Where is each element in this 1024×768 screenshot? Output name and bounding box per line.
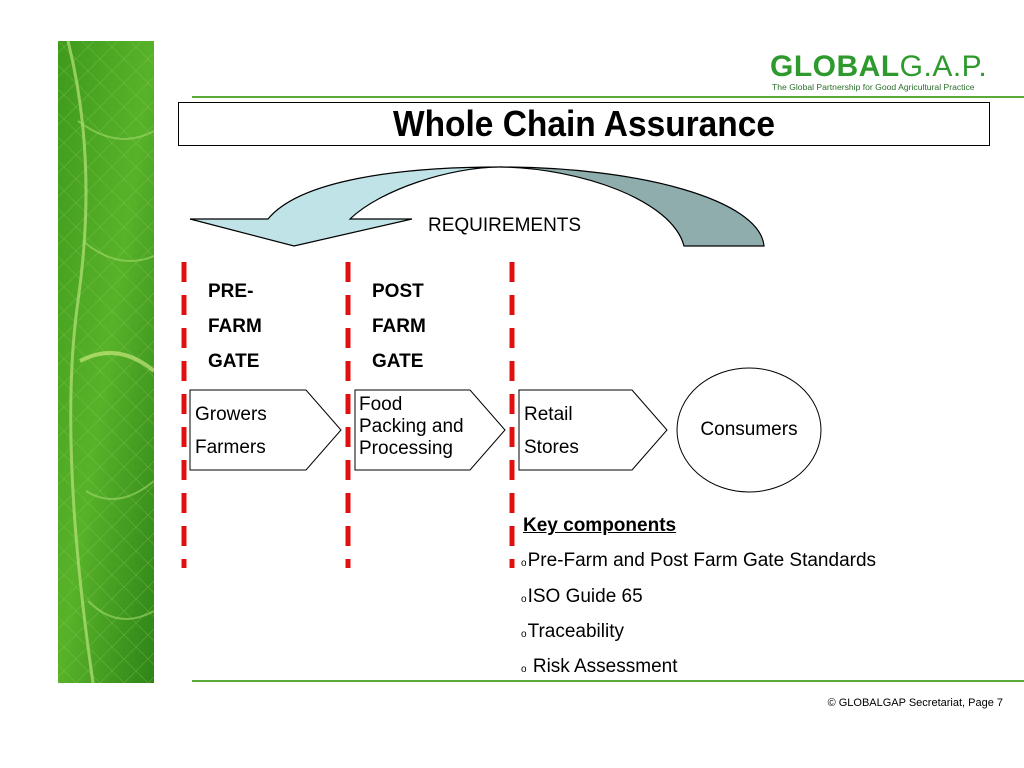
- logo-wordmark: GLOBALG.A.P.: [770, 50, 987, 84]
- bullet-icon: o: [521, 664, 527, 675]
- title-box: [178, 102, 990, 146]
- globalgap-logo: GLOBALG.A.P. The Global Partnership for …: [770, 50, 1005, 95]
- key-component-text: Pre-Farm and Post Farm Gate Standards: [527, 550, 877, 571]
- growers-box: [189, 389, 342, 471]
- key-component-text: Traceability: [527, 621, 625, 642]
- post-farm-gate-label: POST FARM GATE: [372, 274, 426, 379]
- logo-brand-bold: GLOBAL: [770, 50, 900, 83]
- pre-farm-gate-line2: FARM: [208, 316, 262, 337]
- key-component-text: ISO Guide 65: [527, 586, 643, 607]
- post-farm-gate-line1: POST: [372, 281, 424, 302]
- pre-farm-gate-line1: PRE-: [208, 281, 254, 302]
- food-processing-box: [354, 389, 506, 471]
- key-component-item: oPre-Farm and Post Farm Gate Standards: [521, 550, 876, 572]
- consumers-label: Consumers: [700, 419, 798, 440]
- bottom-divider: [192, 680, 1024, 682]
- bullet-icon: o: [521, 558, 527, 569]
- growers-line2: Farmers: [195, 437, 266, 458]
- pre-farm-gate-label: PRE- FARM GATE: [208, 274, 262, 379]
- page-title: Whole Chain Assurance: [393, 103, 775, 144]
- logo-brand-light: G.A.P.: [899, 50, 988, 83]
- food-line1: Food: [359, 394, 403, 415]
- key-components-title: Key components: [523, 515, 677, 536]
- growers-line1: Growers: [195, 404, 267, 425]
- requirements-arrow-light: [189, 166, 501, 247]
- post-farm-gate-line3: GATE: [372, 351, 424, 372]
- logo-tagline: The Global Partnership for Good Agricult…: [772, 82, 975, 92]
- growers-text: Growers Farmers: [195, 398, 267, 464]
- retail-box: [518, 389, 668, 471]
- key-component-item: oISO Guide 65: [521, 586, 643, 608]
- post-farm-gate-line2: FARM: [372, 316, 426, 337]
- retail-line2: Stores: [524, 437, 579, 458]
- requirements-arrow-dark: [499, 166, 765, 247]
- bullet-icon: o: [521, 629, 527, 640]
- retail-line1: Retail: [524, 404, 573, 425]
- key-component-text: Risk Assessment: [527, 656, 678, 677]
- consumers-circle: [676, 367, 822, 493]
- requirements-label: REQUIREMENTS: [428, 215, 582, 236]
- food-line2: Packing and: [359, 416, 464, 437]
- key-component-item: o Risk Assessment: [521, 656, 678, 678]
- bullet-icon: o: [521, 594, 527, 605]
- food-line3: Processing: [359, 438, 453, 459]
- top-divider: [192, 96, 1024, 98]
- footer-page-info: © GLOBALGAP Secretariat, Page 7: [827, 697, 1003, 709]
- leaf-image: [58, 41, 154, 683]
- food-processing-text: Food Packing and Processing: [359, 394, 464, 460]
- pre-farm-gate-line3: GATE: [208, 351, 260, 372]
- key-component-item: oTraceability: [521, 621, 624, 643]
- retail-text: Retail Stores: [524, 398, 579, 464]
